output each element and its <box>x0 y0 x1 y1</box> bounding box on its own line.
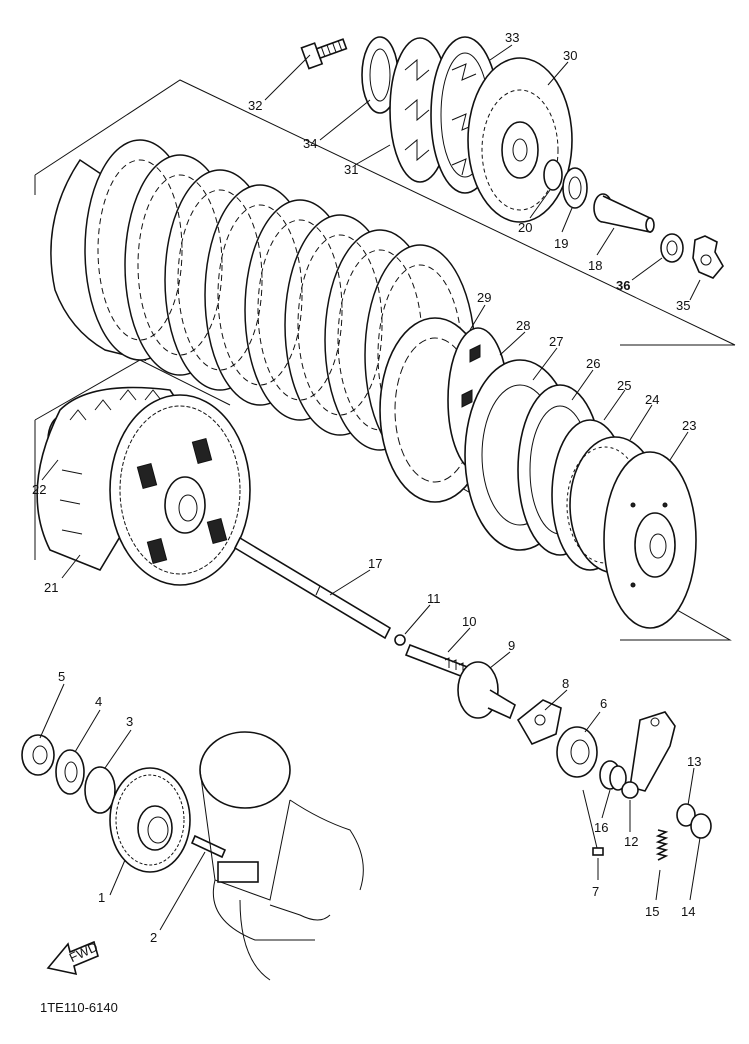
push-rod-17 <box>233 536 392 640</box>
crankshaft-outline <box>199 731 364 981</box>
ball-11 <box>394 634 406 646</box>
label-23: 23 <box>682 418 696 433</box>
label-11: 11 <box>427 591 441 606</box>
label-19: 19 <box>554 236 568 251</box>
oil-seal-6 <box>556 726 598 778</box>
label-5: 5 <box>58 669 65 684</box>
label-28: 28 <box>516 318 530 333</box>
upper-assembly-frame <box>34 79 736 346</box>
label-15: 15 <box>645 904 659 919</box>
label-26: 26 <box>586 356 600 371</box>
label-16: 16 <box>594 820 608 835</box>
label-29: 29 <box>477 290 491 305</box>
label-12: 12 <box>624 834 638 849</box>
label-24: 24 <box>645 392 659 407</box>
bearing-19 <box>562 167 588 209</box>
label-25: 25 <box>617 378 631 393</box>
push-lever-shaft-9 <box>457 661 516 720</box>
gasket-8 <box>516 699 562 746</box>
label-1: 1 <box>98 890 105 905</box>
washer-13 <box>676 803 696 827</box>
push-rod-18 <box>593 193 655 233</box>
label-10: 10 <box>462 614 476 629</box>
label-30: 30 <box>563 48 577 63</box>
label-22: 22 <box>32 482 46 497</box>
label-35: 35 <box>676 298 690 313</box>
spring-15 <box>655 829 669 861</box>
key-2 <box>190 834 227 859</box>
friction-plate-stack <box>50 139 476 466</box>
label-13: 13 <box>687 754 701 769</box>
label-6: 6 <box>600 696 607 711</box>
fwd-arrow-icon: FWD <box>46 939 100 976</box>
leader-lines <box>39 44 701 931</box>
clutch-boss-23 <box>603 451 697 629</box>
label-8: 8 <box>562 676 569 691</box>
label-18: 18 <box>588 258 602 273</box>
label-20: 20 <box>518 220 532 235</box>
label-4: 4 <box>95 694 102 709</box>
diagram-code: 1TE110-6140 <box>40 1000 118 1015</box>
label-34: 34 <box>303 136 317 151</box>
pressure-plate-30 <box>467 57 573 223</box>
bearing-16 <box>599 760 627 791</box>
label-9: 9 <box>508 638 515 653</box>
label-17: 17 <box>368 556 382 571</box>
lock-washer-4 <box>55 749 85 795</box>
nut-5 <box>21 734 55 776</box>
washer-20 <box>543 159 563 191</box>
washer-3 <box>84 766 116 814</box>
label-36: 36 <box>616 278 630 293</box>
label-2: 2 <box>150 930 157 945</box>
nut-36 <box>660 233 684 263</box>
label-32: 32 <box>248 98 262 113</box>
bolt-32 <box>300 38 348 70</box>
lock-washer-35 <box>692 235 724 279</box>
label-31: 31 <box>344 162 358 177</box>
label-14: 14 <box>681 904 695 919</box>
nut-14 <box>690 813 712 839</box>
push-rod-10 <box>404 643 472 680</box>
label-21: 21 <box>44 580 58 595</box>
pin-7 <box>592 847 604 856</box>
label-33: 33 <box>505 30 519 45</box>
label-3: 3 <box>126 714 133 729</box>
primary-drive-gear-1 <box>109 767 191 873</box>
callout-labels: 1 2 3 4 5 6 7 8 9 10 11 12 13 14 15 16 1… <box>32 30 701 945</box>
push-lever-12 <box>621 711 676 799</box>
label-7: 7 <box>592 884 599 899</box>
clutch-housing-21 <box>36 386 251 586</box>
label-27: 27 <box>549 334 563 349</box>
